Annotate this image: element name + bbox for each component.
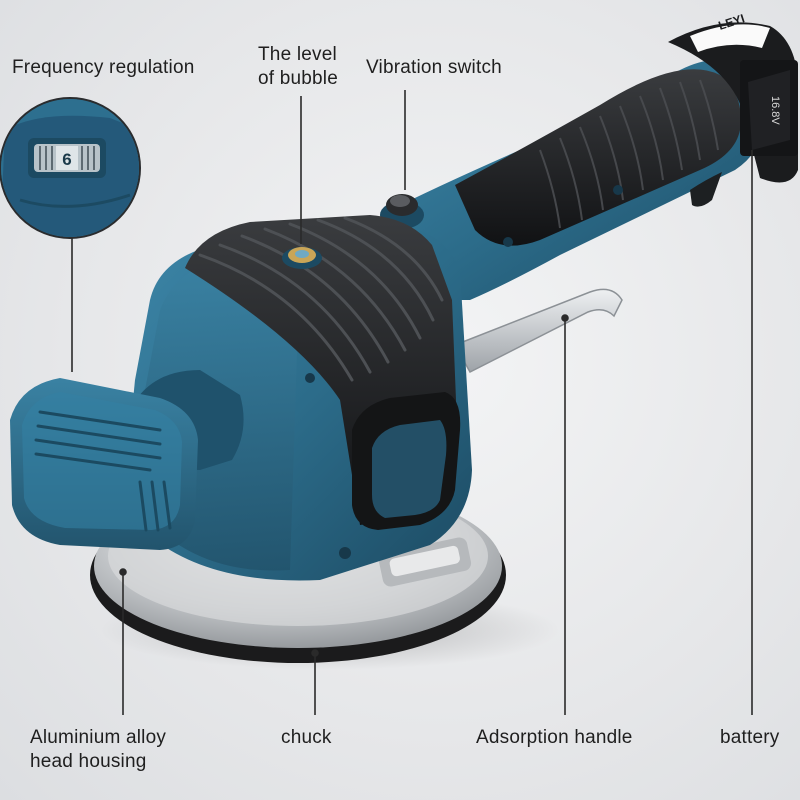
frequency-dial-inset [0,97,141,239]
battery-pack [668,22,798,183]
label-housing-line2: head housing [30,751,147,772]
battery-voltage-text: 16.8V [769,96,781,125]
label-vibration-switch: Vibration switch [366,57,502,78]
label-adsorption-handle: Adsorption handle [476,727,633,748]
label-bubble-level: The level of bubble [258,43,338,91]
label-battery: battery [720,727,780,748]
label-aluminium-housing: Aluminium alloy head housing [30,726,166,774]
label-housing-line1: Aluminium alloy [30,727,167,748]
label-frequency-regulation: Frequency regulation [12,57,195,78]
label-bubble-level-line1: The level [258,44,337,65]
bubble-level [282,247,322,269]
callout-lines [71,90,753,715]
label-bubble-level-line2: of bubble [258,68,338,89]
adsorption-handle-shape [453,288,623,373]
frequency-knob [10,370,244,550]
frequency-dial-value: 6 [62,150,71,169]
grip-handle [380,60,761,300]
label-chuck: chuck [281,727,332,748]
